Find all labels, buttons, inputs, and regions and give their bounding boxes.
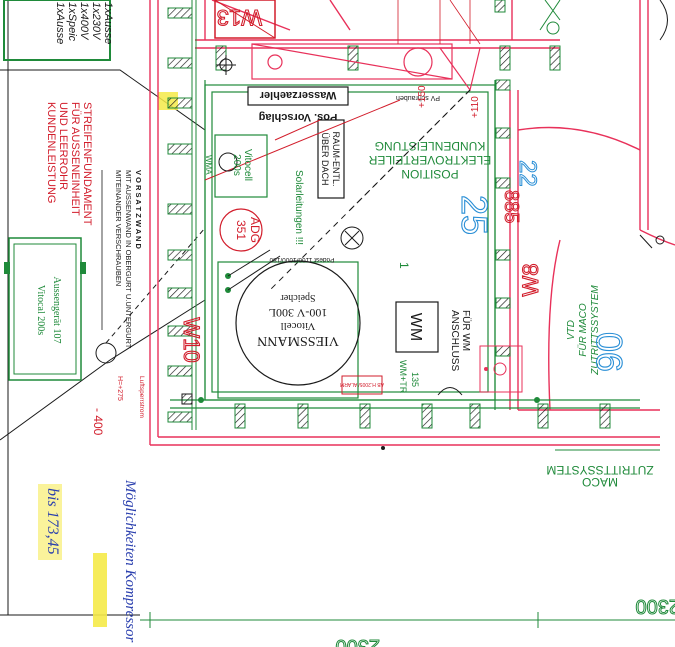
legend-line: 1xSpeic: [66, 2, 78, 42]
maco-label: ZUTRITTSSYSTEM: [546, 463, 653, 477]
wall-label-w8: W8: [518, 264, 543, 297]
highlight-marker: [38, 484, 62, 560]
room-number-90: 90: [589, 332, 630, 372]
note-line: STREIFENFUNDAMENT: [81, 102, 93, 226]
dimension-2300: 2300: [636, 595, 675, 617]
legend-box: 1xAusse 1x230V 1x400V 1xSpeic 1xAusse: [3, 0, 114, 61]
vitocal-label: Vitocal 200s: [35, 285, 46, 335]
drain-circle: [95, 342, 117, 364]
room-number-small: 1: [397, 262, 411, 269]
note-line: KUNDENLEISTUNG: [45, 102, 57, 203]
duct-box: [251, 43, 481, 92]
storage-label: 100-V 300L: [269, 306, 328, 320]
wasserzaehler-box: Wasserzaehler: [247, 86, 349, 106]
position-label: KUNDENLEISTUNG: [375, 139, 486, 153]
position-label: POSITION: [401, 167, 458, 181]
position-label: ELEKTROVERTEILER: [368, 153, 491, 167]
adg-label: ADG: [248, 217, 262, 243]
note-line: MIT AUSSENWAND IN OBERGURT U.UNTERGURT: [124, 170, 133, 349]
vtd-label: VTD: [566, 320, 577, 340]
solarleitungen-label: Solarleitungen !!!: [293, 170, 304, 245]
height-note: H=+275: [116, 376, 123, 401]
green-structure: [170, 80, 640, 410]
dimension-150: +150: [417, 85, 428, 108]
wall-label-w13: W13: [217, 5, 262, 30]
raum-entl-label: ÜBER DACH: [320, 132, 330, 185]
adg-label: 351: [234, 220, 248, 240]
legend-line: 1xAusse: [102, 2, 114, 44]
adg-vessel: 351 ADG: [219, 208, 263, 252]
streifenfundament-note: STREIFENFUNDAMENT FÜR AUSSENEINHEIT UND …: [45, 102, 93, 226]
note-line: UND LEERROHR: [57, 102, 69, 190]
vitocell-small-label: 200s: [231, 154, 242, 176]
height-note: Luftsperrstrom: [138, 376, 145, 418]
legend-line: 1x400V: [78, 2, 90, 41]
dimension-135: 135: [410, 372, 420, 387]
dimension-22: 22: [514, 160, 541, 187]
wm-label: WM: [407, 313, 424, 341]
vitocal-label: Aussengerät 107: [51, 277, 62, 344]
storage-tank: VIESSMANN Vitocell 100-V 300L Speicher P…: [217, 249, 361, 399]
hatched-blocks: [167, 0, 611, 429]
pink-note: AB H.2005/ ALARM: [340, 381, 384, 387]
highlight-marker: [93, 553, 107, 627]
legend-line: 1xAusse: [54, 2, 66, 44]
pink-note-box: AB H.2005/ ALARM: [340, 375, 384, 395]
maco-label: MACO: [582, 475, 618, 489]
note-line: MITEINANDER VERSCHRAUBEN: [114, 170, 123, 286]
wall-label-w10: W10: [179, 317, 204, 362]
note-line: V O R S A T Z W A N D: [134, 170, 143, 249]
dimension-partial: 2300: [336, 635, 381, 647]
vtd-label: ZUTRITTSSYSTEM: [590, 285, 601, 376]
vtd-label: FÜR MACO: [577, 303, 589, 357]
legend-line: 1x230V: [90, 2, 102, 41]
dimension-110: +110: [470, 96, 481, 118]
vitocal-outdoor-unit: Vitocal 200s Aussengerät 107: [4, 237, 86, 381]
room-walls: [149, 0, 675, 446]
wasserzaehler-label: Wasserzaehler: [259, 89, 336, 101]
note-line: FÜR AUSSENEINHEIT: [69, 102, 81, 216]
vitocell-small: Vitocell 200s: [214, 134, 268, 198]
handwritten-number: bis 173,45: [44, 488, 61, 555]
room-number: 25: [454, 195, 495, 235]
raum-entl-box: RAUM-ENTL. ÜBER DACH: [317, 119, 345, 199]
storage-label: Speicher: [280, 292, 316, 303]
wm-anschluss: ANSCHLUSS: [449, 310, 460, 371]
storage-label: Vitocell: [281, 320, 316, 332]
vorsatzwand-note: V O R S A T Z W A N D MIT AUSSENWAND IN …: [114, 170, 143, 349]
vent-circle: [340, 226, 364, 250]
dimension-400: - 400: [91, 408, 105, 436]
washing-machine: WM ANSCHLUSS FÜR WM: [395, 301, 523, 396]
vitocell-small-label: Vitocell: [242, 149, 253, 181]
wm-anschluss: FÜR WM: [460, 310, 472, 351]
pv-label: PV schrauben: [396, 94, 440, 101]
wm-tr-label: WM+TR: [398, 360, 408, 394]
raum-entl-label: RAUM-ENTL.: [331, 131, 341, 186]
storage-label: VIESSMANN: [257, 333, 339, 348]
dimension-885: 885: [500, 190, 522, 223]
storage-pedestal: Podest 1100/1000/180: [269, 256, 334, 263]
wm-unit-small: WMA: [204, 155, 213, 175]
dimension-line-bottom: [140, 612, 675, 628]
handwritten-note: Möglichkeiten Kompressor: [122, 479, 138, 642]
